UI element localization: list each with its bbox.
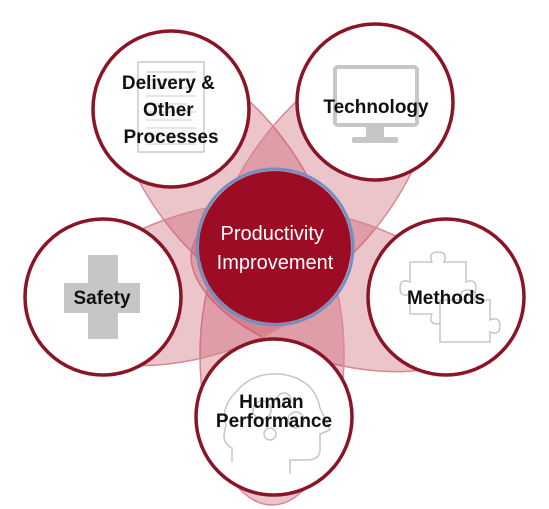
- center-ring: [195, 167, 355, 327]
- satellite-label: Human Performance: [216, 392, 332, 432]
- satellite-human: Human Performance: [194, 337, 354, 497]
- satellite-delivery: Delivery & Other Processes: [91, 29, 251, 189]
- puzzle-icon: [399, 251, 501, 343]
- monitor-icon: [333, 65, 419, 143]
- center-node: Productivity Improvement: [195, 167, 355, 327]
- satellite-label: Methods: [407, 288, 485, 309]
- satellite-technology: Technology: [295, 22, 455, 182]
- satellite-label: Delivery & Other Processes: [122, 73, 220, 148]
- satellite-circle: [194, 337, 354, 497]
- satellite-label: Technology: [323, 97, 429, 118]
- satellite-methods: Methods: [366, 217, 526, 377]
- brain-gears-icon: [223, 373, 332, 474]
- satellite-safety: Safety: [23, 217, 183, 377]
- cross-icon: [64, 255, 140, 339]
- center-circle: [199, 171, 351, 323]
- document-icon: [137, 61, 205, 153]
- center-label: Productivity Improvement: [217, 223, 334, 274]
- satellite-label: Safety: [73, 288, 130, 309]
